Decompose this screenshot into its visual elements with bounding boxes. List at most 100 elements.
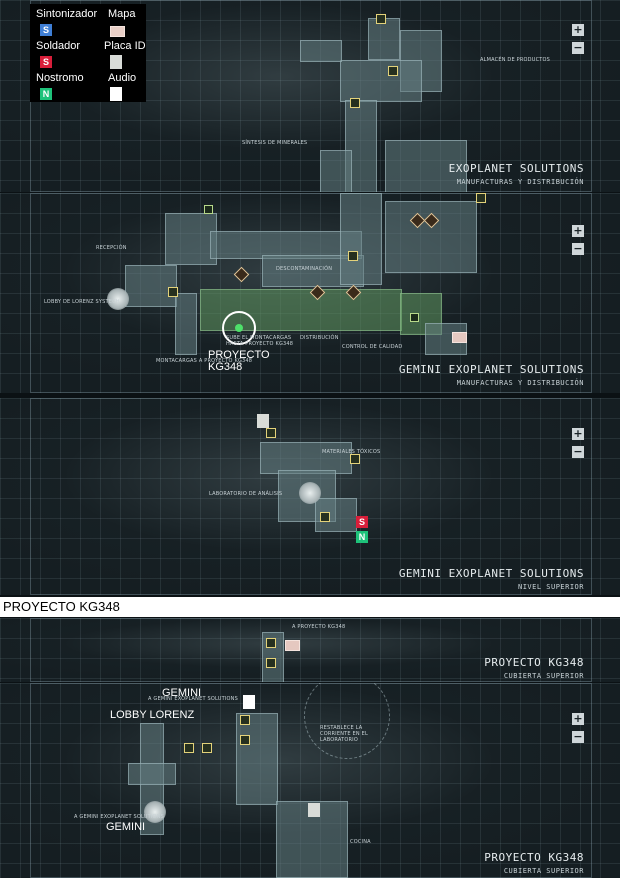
zoom-out-button[interactable]: − — [572, 41, 584, 54]
door-icon — [266, 428, 276, 438]
map-label-a-gemini: A GEMINI EXOPLANET SOLUTIONS — [74, 814, 164, 820]
map-room — [175, 293, 197, 355]
legend-label-placa-id: Placa ID — [104, 40, 146, 52]
legend-label-nostromo: Nostromo — [36, 72, 84, 84]
map-label-descontaminacion: DESCONTAMINACIÓN — [276, 266, 333, 272]
map-label-a-gemini-top: A GEMINI EXOPLANET SOLUTIONS — [148, 696, 238, 702]
zoom-out-button[interactable]: − — [572, 242, 584, 255]
door-icon — [240, 715, 250, 725]
proyecto-label-line2: KG348 — [208, 361, 243, 373]
panel-title-text: GEMINI EXOPLANET SOLUTIONS — [398, 363, 584, 376]
map-label-sintesis: SÍNTESIS DE MINERALES — [242, 140, 308, 146]
door-icon — [266, 658, 276, 668]
panel-subtitle-text: NIVEL SUPERIOR — [517, 583, 584, 591]
panel-subtitle-text: CUBIERTA SUPERIOR — [503, 672, 584, 680]
zoom-in-button[interactable]: + — [572, 224, 584, 237]
door-icon — [376, 14, 386, 24]
map-room — [368, 18, 400, 60]
elevator-marker-icon[interactable] — [222, 311, 256, 345]
map-grid — [0, 618, 620, 682]
panel-title-text: GEMINI EXOPLANET SOLUTIONS — [398, 567, 584, 580]
map-label-almacen: ALMACÉN DE PRODUCTOS — [480, 57, 551, 63]
lobby-lorenz-label: LOBBY LORENZ — [110, 709, 195, 721]
zoom-out-button[interactable]: − — [572, 445, 584, 458]
map-room — [165, 213, 217, 265]
section-title: PROYECTO KG348 — [3, 599, 120, 614]
map-room — [236, 713, 278, 805]
door-icon — [350, 454, 360, 464]
legend: Sintonizador S Mapa Soldador S Placa ID … — [30, 4, 146, 102]
map-item-icon — [285, 640, 300, 651]
map-frame — [30, 398, 592, 595]
door-icon — [266, 638, 276, 648]
audio-log-icon — [107, 288, 129, 310]
panel-title: GEMINI EXOPLANET SOLUTIONS NIVEL SUPERIO… — [399, 567, 584, 591]
proyecto-label-line1: PROYECTO — [208, 349, 270, 361]
door-icon — [184, 743, 194, 753]
map-label-a-proyecto: A PROYECTO KG348 — [292, 624, 346, 630]
panel-title-text: PROYECTO KG348 — [484, 851, 584, 864]
map-panel-4[interactable]: A PROYECTO KG348 PROYECTO KG348 CUBIERTA… — [0, 618, 620, 682]
lab-circle — [304, 683, 390, 759]
zoom-out-button[interactable]: − — [572, 730, 584, 743]
door-icon — [350, 98, 360, 108]
door-icon — [320, 512, 330, 522]
legend-label-sintonizador: Sintonizador — [36, 8, 98, 20]
map-room — [128, 763, 176, 785]
panel-subtitle-text: MANUFACTURAS Y DISTRIBUCIÓN — [456, 379, 584, 387]
id-badge-icon — [110, 55, 122, 69]
panel-title-text: PROYECTO KG348 — [484, 656, 584, 669]
soldador-icon: S — [356, 516, 368, 528]
zoom-in-button[interactable]: + — [572, 712, 584, 725]
door-icon — [348, 251, 358, 261]
legend-label-mapa: Mapa — [108, 8, 136, 20]
zoom-in-button[interactable]: + — [572, 23, 584, 36]
door-icon — [168, 287, 178, 297]
map-room — [320, 150, 352, 192]
door-icon — [240, 735, 250, 745]
panel-title: PROYECTO KG348 CUBIERTA SUPERIOR — [484, 656, 584, 680]
door-icon — [202, 743, 212, 753]
map-room — [125, 265, 177, 307]
nostromo-icon: N — [356, 531, 368, 543]
gemini-label-top: GEMINI — [162, 687, 202, 699]
map-label-cocina: COCINA — [350, 839, 371, 845]
map-room — [340, 60, 422, 102]
gemini-label-bottom: GEMINI — [106, 821, 146, 833]
map-panel-5[interactable]: RESTABLECE LA CORRIENTE EN EL LABORATORI… — [0, 683, 620, 878]
map-label-distribucion: DISTRIBUCIÓN — [300, 335, 339, 341]
map-room — [300, 40, 342, 62]
door-icon — [476, 193, 486, 203]
map-panel-3[interactable]: S N MATERIALES TÓXICOS LABORATORIO DE AN… — [0, 398, 620, 595]
panel-subtitle-text: MANUFACTURAS Y DISTRIBUCIÓN — [456, 178, 584, 186]
legend-label-soldador: Soldador — [36, 40, 81, 52]
panel-title: PROYECTO KG348 CUBIERTA SUPERIOR — [484, 851, 584, 875]
terminal-icon — [204, 205, 213, 214]
sintonizador-icon: S — [40, 24, 52, 36]
audio-log-icon — [299, 482, 321, 504]
map-label-lobby: LOBBY DE LORENZ SYSTECH — [44, 299, 120, 305]
map-frame — [30, 618, 592, 682]
panel-title-text: EXOPLANET SOLUTIONS — [448, 162, 584, 175]
map-room — [210, 231, 362, 259]
id-badge-icon — [308, 803, 320, 817]
panel-subtitle-text: CUBIERTA SUPERIOR — [503, 867, 584, 875]
map-room — [315, 498, 357, 532]
zoom-in-button[interactable]: + — [572, 427, 584, 440]
map-label-materiales: MATERIALES TÓXICOS — [322, 449, 381, 455]
map-panel-2[interactable]: RECEPCIÓN LOBBY DE LORENZ SYSTECH DESCON… — [0, 193, 620, 393]
elevator-dot-icon — [235, 324, 243, 332]
map-room — [260, 442, 352, 474]
map-room — [340, 193, 382, 285]
audio-icon — [110, 87, 122, 101]
panel-title: EXOPLANET SOLUTIONS MANUFACTURAS Y DISTR… — [449, 162, 584, 186]
audio-log-icon — [144, 801, 166, 823]
map-room — [385, 140, 467, 192]
section-header: PROYECTO KG348 — [0, 597, 620, 617]
proyecto-label: PROYECTO KG348 — [208, 349, 270, 373]
id-badge-icon — [257, 414, 269, 428]
map-label-laboratorio: LABORATORIO DE ANÁLISIS — [209, 491, 283, 497]
audio-icon — [243, 695, 255, 709]
nostromo-icon: N — [40, 88, 52, 100]
map-label-montacargas: MONTACARGAS A PROYECTO KG348 — [156, 358, 253, 364]
